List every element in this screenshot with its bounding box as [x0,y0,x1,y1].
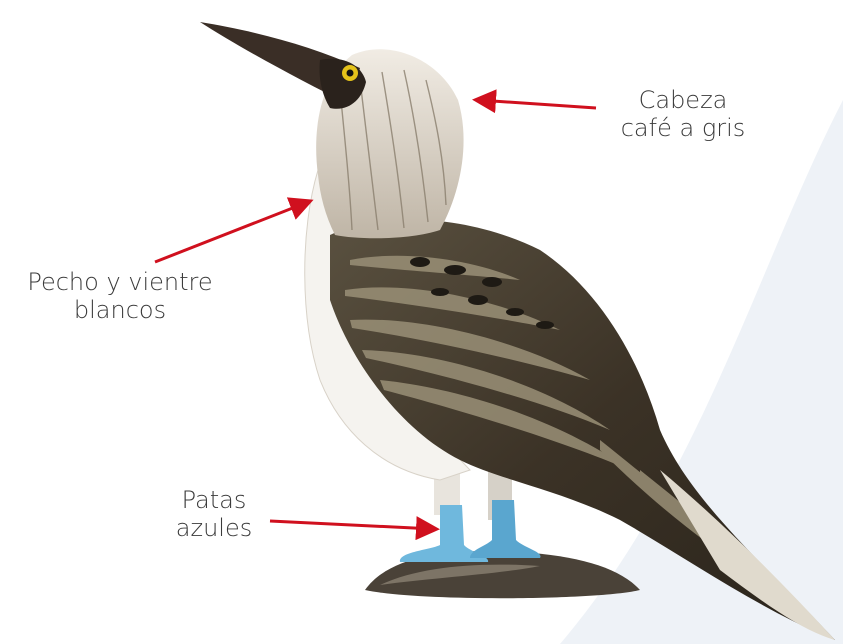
arrow-feet [270,521,434,529]
arrow-chest [155,202,308,262]
label-head-line1: Cabeza [598,86,768,114]
label-feet-line1: Patas [150,486,278,514]
label-chest: Pecho y vientre blancos [4,268,236,324]
label-head-line2: café a gris [598,114,768,142]
arrow-head [478,100,596,108]
label-feet-line2: azules [150,514,278,542]
label-chest-line1: Pecho y vientre [4,268,236,296]
label-chest-line2: blancos [4,296,236,324]
label-head: Cabeza café a gris [598,86,768,142]
label-feet: Patas azules [150,486,278,542]
pupil [347,70,354,77]
foot-right [470,500,541,558]
